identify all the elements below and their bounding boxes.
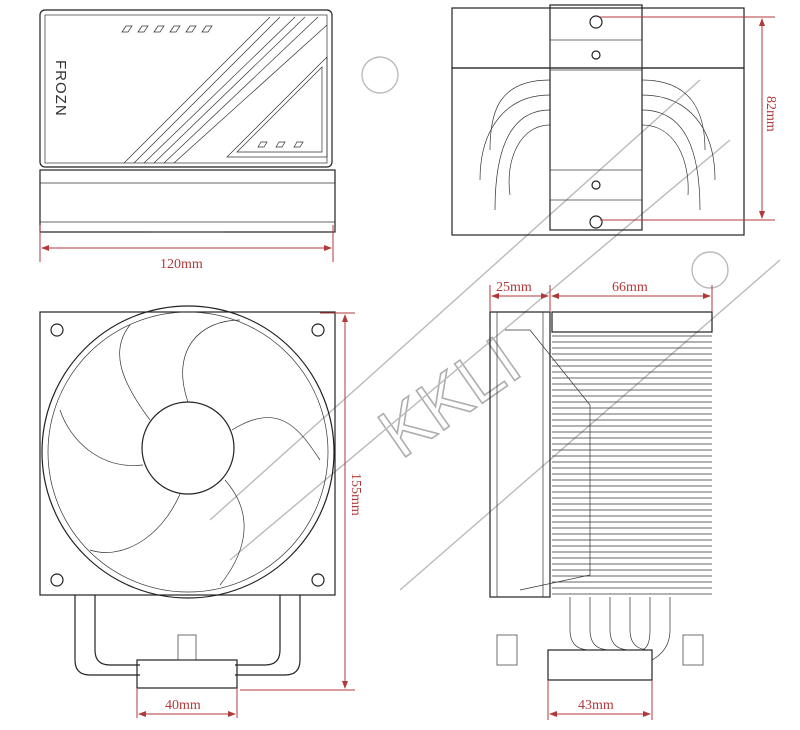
width-label: 120mm <box>160 257 203 272</box>
brand-logo: FROZN <box>52 60 69 117</box>
base-43-dimension: 43mm <box>547 680 653 720</box>
height-82-dimension: 82mm <box>600 16 778 221</box>
height-155-dimension: 155mm <box>240 312 363 691</box>
side-view <box>489 311 713 681</box>
heatsink-depth-label: 66mm <box>612 280 648 295</box>
base-43-label: 43mm <box>578 698 614 713</box>
base-40-dimension: 40mm <box>136 688 238 718</box>
fan-depth-label: 25mm <box>496 280 532 295</box>
height-82-label: 82mm <box>763 96 778 132</box>
top-view: FROZN <box>39 9 336 233</box>
front-top-view <box>451 4 745 236</box>
front-view <box>39 305 336 689</box>
depth-dimensions: 25mm 66mm <box>489 280 713 312</box>
height-155-label: 155mm <box>348 473 363 516</box>
base-40-label: 40mm <box>165 698 201 713</box>
width-dimension: 120mm <box>39 225 334 272</box>
svg-text:KKLI: KKLI <box>365 321 534 472</box>
